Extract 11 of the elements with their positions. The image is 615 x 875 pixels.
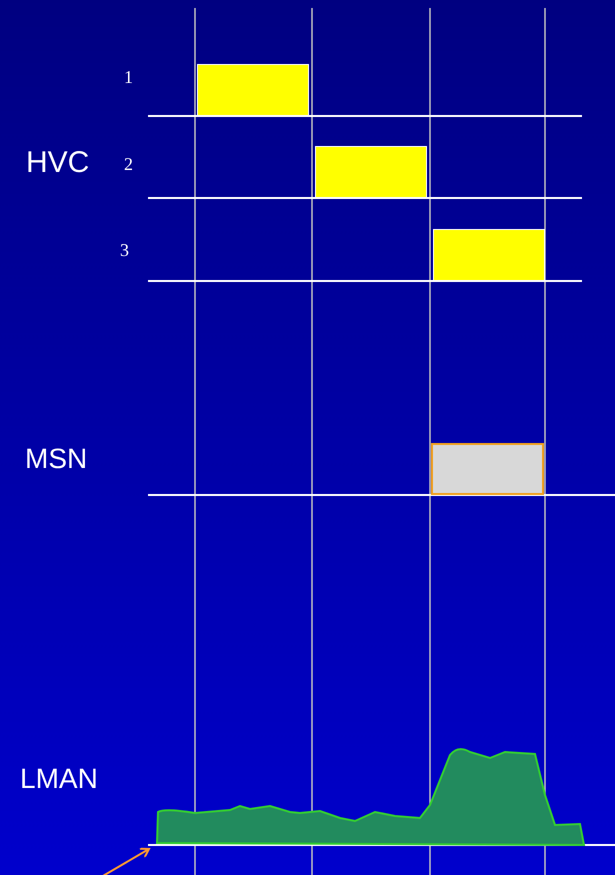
region-label: MSN <box>25 445 88 473</box>
activity-bar <box>315 146 427 198</box>
activity-bar <box>433 229 545 281</box>
activity-bar <box>431 443 544 495</box>
activity-bar <box>197 64 309 116</box>
row-number: 2 <box>124 155 133 173</box>
activity-trace <box>155 745 587 847</box>
row-number: 3 <box>120 241 129 259</box>
row-number: 1 <box>124 68 133 86</box>
region-label: HVC <box>26 148 90 178</box>
region-label: LMAN <box>20 765 98 793</box>
